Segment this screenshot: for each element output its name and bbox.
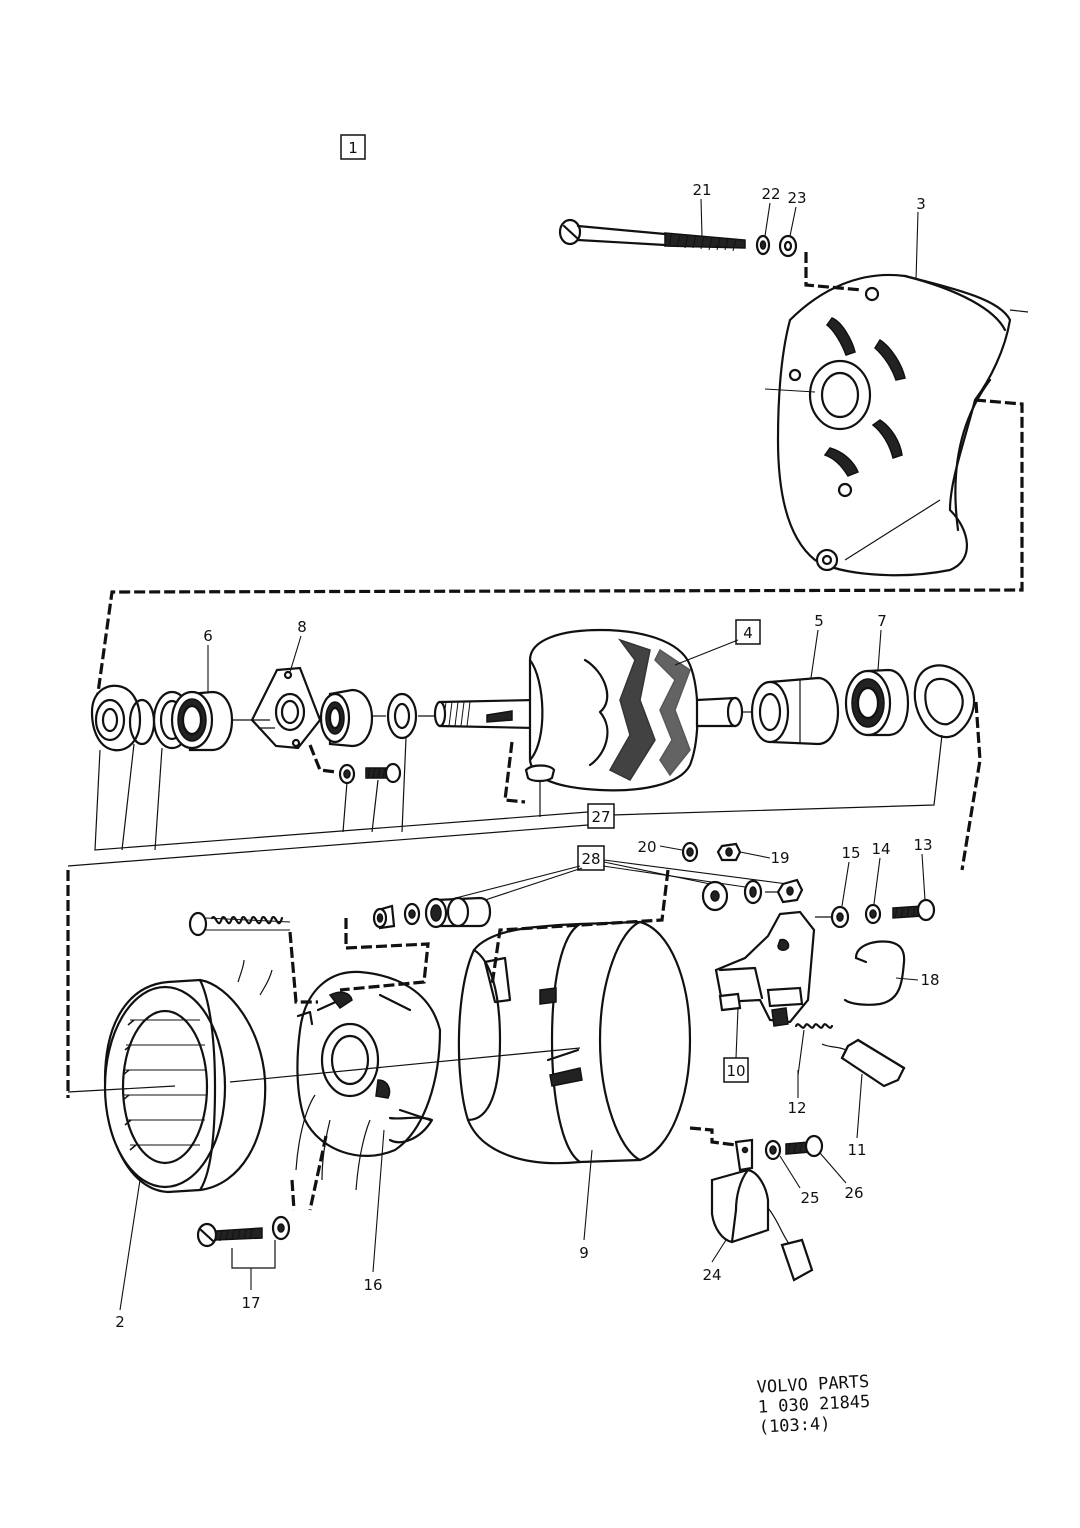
callout-28-box: 28 [577, 845, 605, 871]
nut-22 [755, 234, 771, 256]
plate-lockwasher [338, 763, 356, 785]
bearing-7 [844, 668, 910, 737]
bearing-6 [170, 690, 234, 752]
callout-23: 23 [787, 189, 806, 207]
footer-reference: VOLVO PARTS 1 030 21845 (103:4) [756, 1372, 871, 1438]
wave-washer [913, 664, 976, 738]
retainer-plate-8 [250, 666, 322, 750]
callout-26: 26 [844, 1184, 863, 1202]
suppression-capacitor-24 [710, 1138, 814, 1282]
drive-end-housing-3 [776, 273, 1029, 577]
lockwasher-25 [764, 1139, 782, 1161]
callout-24: 24 [702, 1266, 721, 1284]
callout-13: 13 [913, 836, 932, 854]
brush-spring-12 [794, 1023, 834, 1029]
callout-3: 3 [916, 195, 926, 213]
screw-13 [892, 898, 936, 922]
callout-25: 25 [800, 1189, 819, 1207]
through-bolt-lower [188, 911, 291, 937]
callout-14: 14 [871, 840, 890, 858]
rectifier-plate-16 [295, 970, 442, 1191]
callout-15: 15 [841, 844, 860, 862]
callout-1: 1 [348, 139, 358, 157]
insulating-bushing-1 [372, 904, 396, 930]
insulating-bushing-2 [424, 896, 492, 929]
callout-5: 5 [814, 612, 824, 630]
insulating-disc [701, 880, 729, 912]
slip-ring-housing-9 [457, 920, 692, 1165]
washer-23 [778, 234, 798, 258]
callout-19: 19 [770, 849, 789, 867]
callout-1-box: 1 [340, 134, 366, 160]
callout-21: 21 [692, 181, 711, 199]
callout-17: 17 [241, 1294, 260, 1312]
callout-27-box: 27 [587, 803, 615, 829]
callout-10: 10 [726, 1062, 745, 1080]
nut-19 [716, 842, 742, 862]
callout-2: 2 [115, 1313, 125, 1331]
plate-screw [365, 762, 402, 784]
callout-9: 9 [579, 1244, 589, 1262]
callout-8: 8 [297, 618, 307, 636]
callout-4-box: 4 [735, 619, 761, 645]
screw-26 [785, 1134, 824, 1158]
retaining-clip-18 [843, 940, 906, 1006]
bolt-21 [558, 218, 746, 252]
callout-18: 18 [920, 971, 939, 989]
screw-17 [196, 1222, 263, 1248]
shaft-nut [90, 684, 142, 752]
callout-22: 22 [761, 185, 780, 203]
callout-11: 11 [847, 1141, 866, 1159]
sleeve-5 [750, 676, 840, 746]
callout-4: 4 [743, 624, 753, 642]
footer-line-3: (103:4) [758, 1414, 831, 1438]
shaft-spacer [319, 688, 374, 748]
callout-12: 12 [787, 1099, 806, 1117]
callout-7: 7 [877, 612, 887, 630]
insulating-washer-right [743, 879, 763, 905]
callout-10-box: 10 [723, 1057, 749, 1083]
rotor-4 [433, 628, 744, 792]
washer-17 [271, 1215, 291, 1241]
shaft-washer [386, 692, 418, 740]
carbon-brush-11 [821, 1038, 906, 1088]
stator-2 [103, 959, 273, 1194]
callout-27: 27 [591, 808, 610, 826]
callout-6: 6 [203, 627, 213, 645]
callout-20: 20 [637, 838, 656, 856]
brush-holder-10 [714, 910, 816, 1027]
washer-15 [830, 905, 850, 929]
lockwasher-14 [864, 903, 882, 925]
callout-28: 28 [581, 850, 600, 868]
callout-16: 16 [363, 1276, 382, 1294]
washer-20 [681, 841, 699, 863]
insulating-washer [403, 902, 421, 926]
